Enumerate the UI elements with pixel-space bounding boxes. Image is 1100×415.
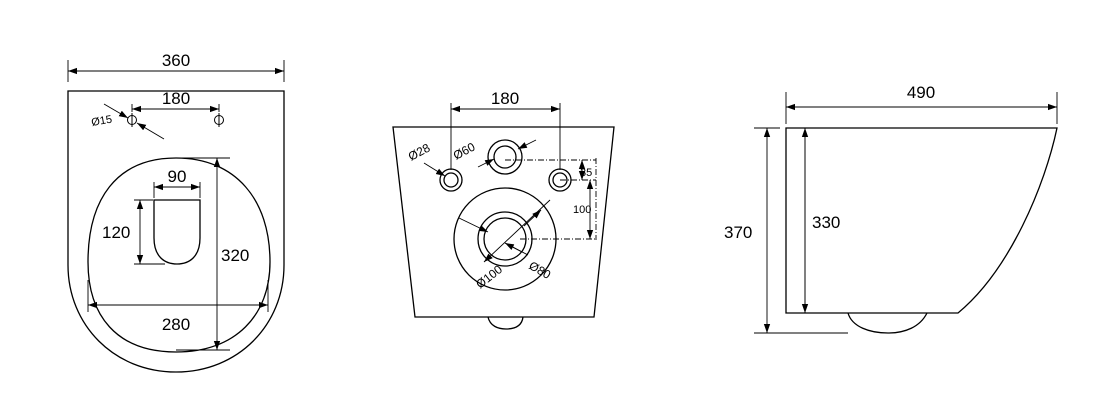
rim-height-label: 330 xyxy=(812,213,840,232)
seat-width-label: 90 xyxy=(168,167,187,186)
bowl-width-label: 280 xyxy=(162,315,190,334)
hole-spacing-label: 180 xyxy=(162,89,190,108)
outlet-inner-dia-label: Ø80 xyxy=(527,258,554,282)
top-view: 360 180 Ø15 90 120 320 xyxy=(67,51,285,373)
side-view-outline xyxy=(785,127,1058,314)
offset-top-label: 35 xyxy=(580,167,592,179)
water-inlet xyxy=(487,139,523,175)
rear-view: 180 Ø28 Ø60 35 100 xyxy=(392,89,615,330)
inlet-left-dia-label: Ø28 xyxy=(406,140,433,163)
side-base xyxy=(847,312,928,334)
fixing-bolt-left xyxy=(439,168,463,192)
total-height-label: 370 xyxy=(724,223,752,242)
length-label: 490 xyxy=(907,83,935,102)
rear-foot xyxy=(487,316,524,330)
bowl-length-label: 320 xyxy=(221,246,249,265)
seat-depth-label: 120 xyxy=(102,223,130,242)
width-label: 360 xyxy=(162,51,190,70)
waste-outlet xyxy=(453,187,557,291)
hole-dia-label: Ø15 xyxy=(90,114,113,129)
fixing-hole-left xyxy=(127,113,137,127)
bowl-rim xyxy=(87,157,271,353)
fixing-hole-right xyxy=(214,113,224,127)
top-view-outline xyxy=(67,90,285,373)
rear-view-outline xyxy=(392,126,615,318)
offset-side-label: 100 xyxy=(573,204,591,216)
bolt-spacing-label: 180 xyxy=(491,89,519,108)
inlet-top-dia-label: Ø60 xyxy=(451,139,478,162)
seat-opening xyxy=(153,199,201,265)
side-view: 490 370 330 xyxy=(724,83,1058,334)
